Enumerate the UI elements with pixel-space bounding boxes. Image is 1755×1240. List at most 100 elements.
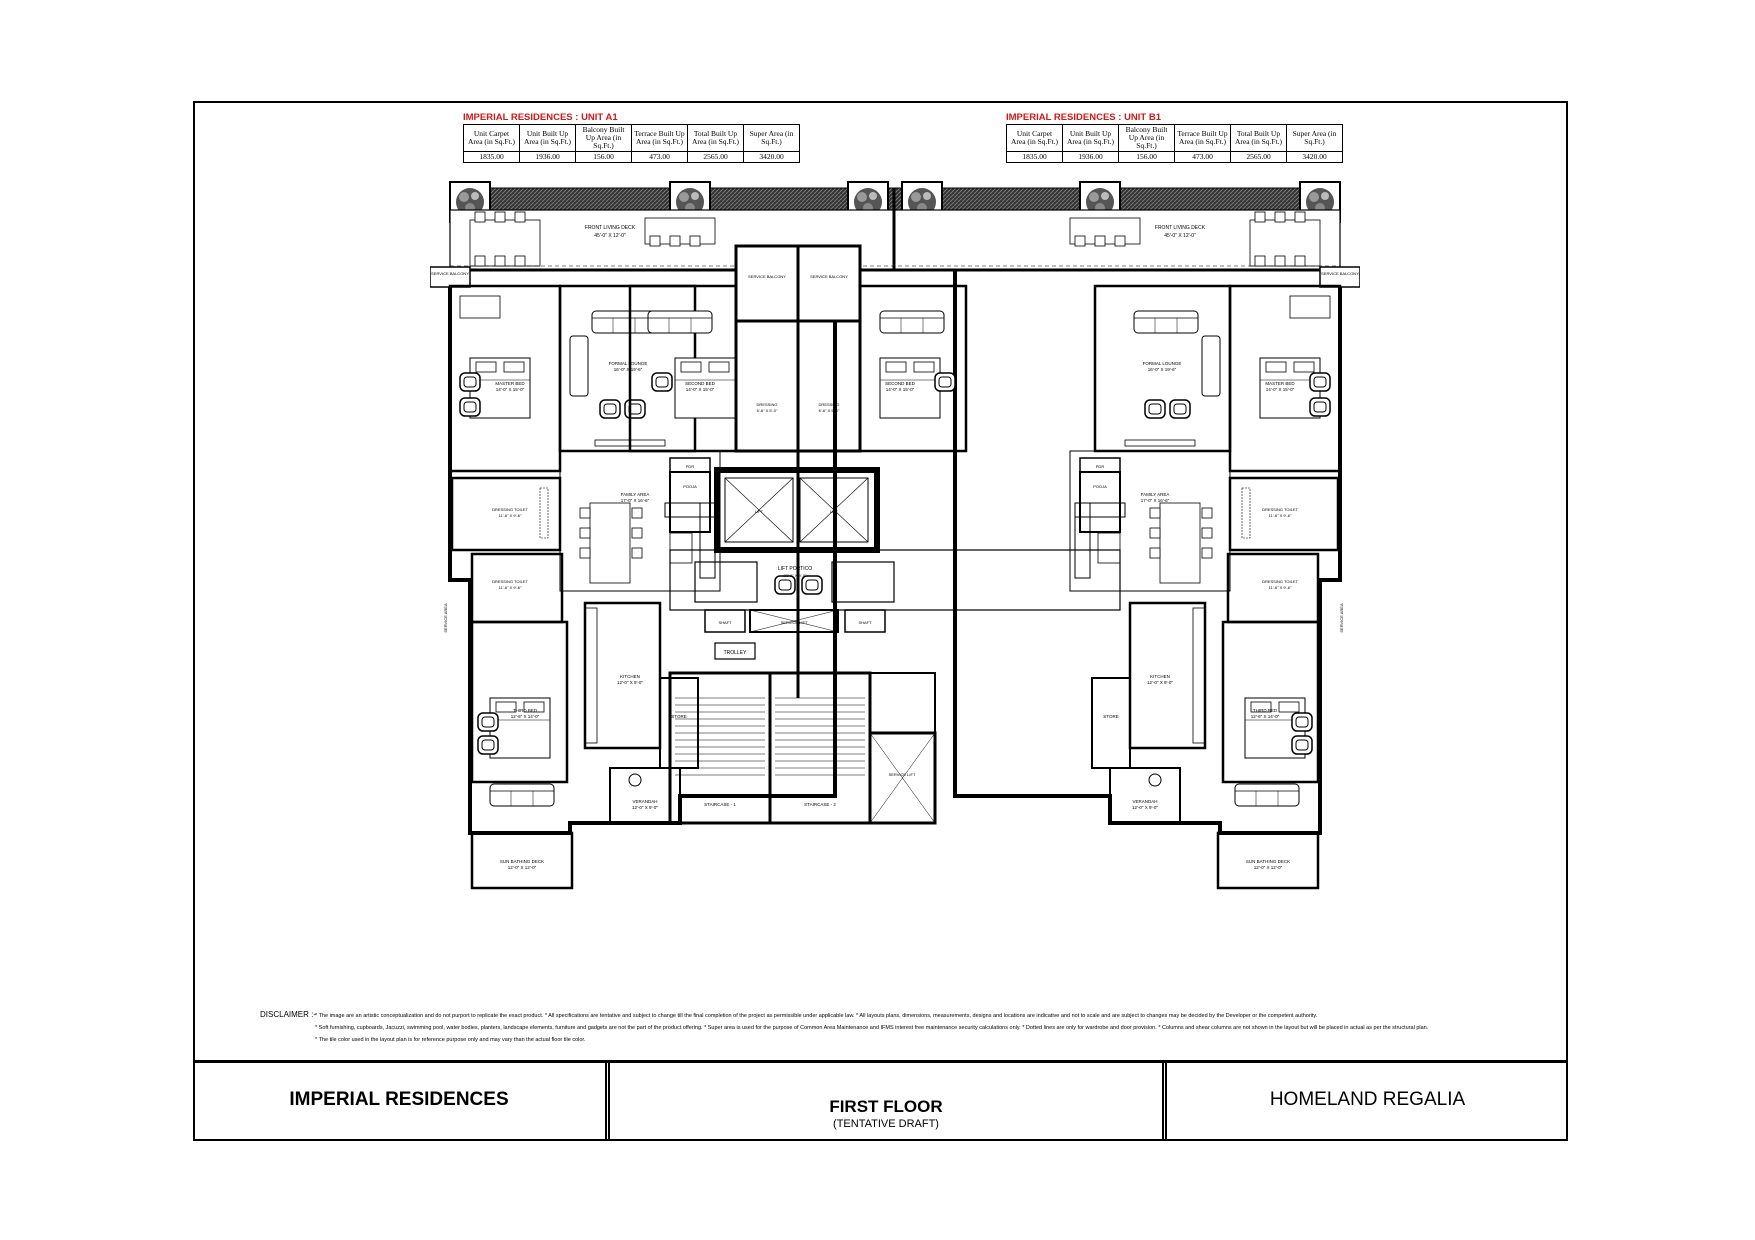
a1-family-area-label: FAMILY AREA [621, 492, 650, 497]
a1-dressing-dim: 6'-6" X 5'-0" [757, 408, 778, 413]
service-lift-label: SERVICE LIFT [781, 620, 808, 625]
b1-service-area-label: SERVICE AREA [1339, 603, 1344, 633]
b1-verandah-label: VERANDAH [1132, 799, 1157, 804]
table-header: Super Area (in Sq.Ft.) [743, 124, 800, 152]
shaft-label-1: SHAFT [718, 620, 732, 625]
table-cell: 1835.00 [463, 151, 520, 163]
b1-dressing-label: DRESSING [819, 402, 840, 407]
b1-second-bed-dim: 14'-0" X 15'-0" [886, 387, 915, 392]
project-name: IMPERIAL RESIDENCES [289, 1089, 509, 1110]
a1-verandah-label: VERANDAH [632, 799, 657, 804]
b1-third-bed-label: THIRD BED [1253, 708, 1278, 713]
b1-dressing-toilet-dim: 11'-6" X 9'-6" [1269, 513, 1292, 518]
a1-kitchen-label: KITCHEN [620, 674, 640, 679]
lift-portico-dim: 23'-0" X 9'-6" [783, 573, 807, 578]
b1-family-area-dim: 17'-0" X 16'-6" [1141, 498, 1170, 503]
title-block-floor: FIRST FLOOR (TENTATIVE DRAFT) [605, 1063, 1162, 1141]
table-cell: 1936.00 [519, 151, 576, 163]
a1-dressing-toilet-dim: 11'-6" X 9'-6" [499, 513, 522, 518]
b1-master-bed-label: MASTER BED [1265, 381, 1295, 386]
staircase-treads [675, 697, 865, 776]
a1-service-balcony-label: SERVICE BALCONY [431, 271, 469, 276]
a1-pooja-label: POOJA [683, 484, 697, 489]
table-header: Terrace Built Up Area (in Sq.Ft.) [631, 124, 688, 152]
b1-third-bed-dim: 12'-6" X 14'-0" [1251, 714, 1280, 719]
table-cell: 2565.00 [1230, 151, 1287, 163]
table-header: Balcony Built Up Area (in Sq.Ft.) [1118, 124, 1175, 152]
table-header: Unit Built Up Area (in Sq.Ft.) [519, 124, 576, 152]
staircase-1-label: STAIRCASE - 1 [704, 802, 736, 807]
b1-kitchen-dim: 12'-0" X 9'-0" [1147, 680, 1173, 685]
table-header: Super Area (in Sq.Ft.) [1286, 124, 1343, 152]
disclaimer-line: * The tile color used in the layout plan… [315, 1037, 586, 1043]
first-floor-plan: FRONT LIVING DECK 45'-0" X 12'-0" FRONT … [430, 181, 1360, 890]
b1-front-deck-label: FRONT LIVING DECK [1155, 225, 1206, 231]
trolley-label: TROLLEY [724, 650, 747, 656]
b1-family-area-label: FAMILY AREA [1141, 492, 1170, 497]
table-cell: 473.00 [631, 151, 688, 163]
a1-dressing-label: DRESSING [757, 402, 778, 407]
developer-name: HOMELAND REGALIA [1269, 1089, 1466, 1110]
table-header: Unit Carpet Area (in Sq.Ft.) [1006, 124, 1063, 152]
table-header: Unit Carpet Area (in Sq.Ft.) [463, 124, 520, 152]
b1-dressing-toilet-2-label: DRESSING TOILET [1262, 579, 1298, 584]
drawing-sheet-border [193, 101, 1568, 1141]
a1-second-bed-dim: 14'-0" X 15'-0" [686, 387, 715, 392]
a1-formal-lounge-label: FORMAL LOUNGE [609, 361, 648, 366]
a1-master-bed-dim: 14'-0" X 15'-0" [496, 387, 525, 392]
b1-front-deck-dim: 45'-0" X 12'-0" [1164, 233, 1196, 239]
b1-service-balcony-label: SERVICE BALCONY [1321, 271, 1359, 276]
a1-kitchen-dim: 12'-0" X 9'-0" [617, 680, 643, 685]
b1-dressing-toilet-label: DRESSING TOILET [1262, 507, 1298, 512]
a1-master-bed-label: MASTER BED [495, 381, 525, 386]
b1-sun-deck-dim: 12'-0" X 12'-0" [1254, 865, 1283, 870]
a1-sun-deck-dim: 12'-0" X 12'-0" [508, 865, 537, 870]
b1-store-label: STORE [1103, 714, 1118, 719]
a1-second-bed-label: SECOND BED [685, 381, 716, 386]
unit-a1-area-table: IMPERIAL RESIDENCES : UNIT A1 Unit Carpe… [463, 112, 800, 163]
b1-second-bed-label: SECOND BED [885, 381, 916, 386]
a1-third-bed-label: THIRD BED [513, 708, 538, 713]
table-header: Total Built Up Area (in Sq.Ft.) [687, 124, 744, 152]
b1-formal-lounge-dim: 16'-0" X 19'-6" [1148, 367, 1177, 372]
table-header: Total Built Up Area (in Sq.Ft.) [1230, 124, 1287, 152]
a1-powder-label: PDR [686, 464, 695, 469]
a1-family-area-dim: 17'-0" X 16'-6" [621, 498, 650, 503]
table-cell: 3420.00 [743, 151, 800, 163]
table-cell: 1936.00 [1062, 151, 1119, 163]
staircase-2-label: STAIRCASE - 2 [804, 802, 836, 807]
a1-dressing-toilet-2-label: DRESSING TOILET [492, 579, 528, 584]
b1-powder-label: PDR [1096, 464, 1105, 469]
shaft-label-2: SHAFT [858, 620, 872, 625]
table-cell: 156.00 [575, 151, 632, 163]
table-header: Terrace Built Up Area (in Sq.Ft.) [1174, 124, 1231, 152]
table-header: Unit Built Up Area (in Sq.Ft.) [1062, 124, 1119, 152]
a1-dressing-toilet-label: DRESSING TOILET [492, 507, 528, 512]
table-cell: 156.00 [1118, 151, 1175, 163]
b1-dressing-dim: 6'-6" X 5'-0" [819, 408, 840, 413]
b1-service-balcony-label-2: SERVICE BALCONY [810, 274, 848, 279]
b1-master-bed-dim: 14'-0" X 15'-0" [1266, 387, 1295, 392]
title-block-project: IMPERIAL RESIDENCES [193, 1063, 605, 1141]
a1-sun-deck-label: SUN BATHING DECK [500, 859, 544, 864]
table-cell: 473.00 [1174, 151, 1231, 163]
table-cell: 3420.00 [1286, 151, 1343, 163]
b1-formal-lounge-label: FORMAL LOUNGE [1143, 361, 1182, 366]
title-block-developer: HOMELAND REGALIA [1162, 1063, 1568, 1141]
b1-sun-deck-label: SUN BATHING DECK [1246, 859, 1290, 864]
table-header: Balcony Built Up Area (in Sq.Ft.) [575, 124, 632, 152]
disclaimer-label: DISCLAIMER :- [260, 1010, 317, 1019]
floor-title: FIRST FLOOR [829, 1097, 943, 1116]
service-lift-label-2: SERVICE LIFT [889, 772, 916, 777]
unit-a1-table-title: IMPERIAL RESIDENCES : UNIT A1 [463, 112, 618, 123]
unit-b1-table-title: IMPERIAL RESIDENCES : UNIT B1 [1006, 112, 1162, 123]
lift-label-2: LIFT [830, 509, 839, 514]
table-cell: 2565.00 [687, 151, 744, 163]
a1-service-area-label: SERVICE AREA [443, 603, 448, 633]
a1-formal-lounge-dim: 16'-0" X 19'-6" [614, 367, 643, 372]
draft-status: (TENTATIVE DRAFT) [833, 1118, 939, 1130]
a1-store-label: STORE [671, 714, 686, 719]
lift-label-1: LIFT [755, 509, 764, 514]
a1-dressing-toilet-2-dim: 11'-6" X 9'-6" [499, 585, 522, 590]
a1-front-deck-dim: 45'-0" X 12'-0" [594, 233, 626, 239]
